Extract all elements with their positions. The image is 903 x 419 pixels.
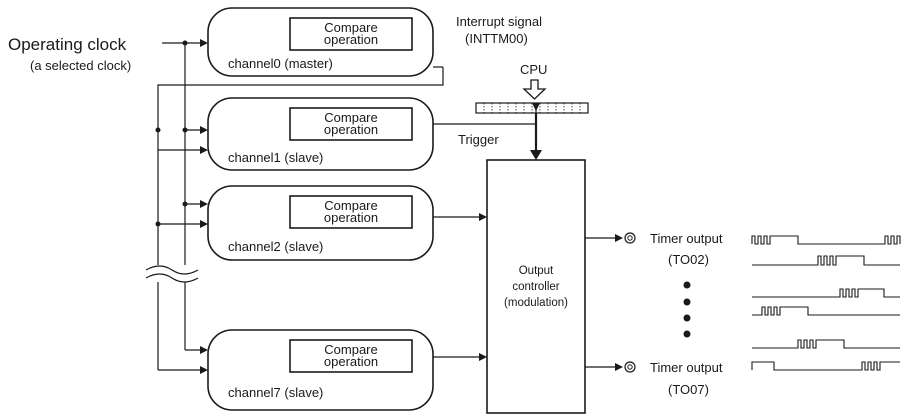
clock-to-ch2-arrow [200,200,208,208]
to02-wave-top [751,235,901,245]
ch7-to-oc-arrow [479,353,487,361]
cpu-write-arrow [522,79,547,100]
operating-clock-sublabel: (a selected clock) [30,58,131,73]
ellipsis-dot-1 [683,281,691,289]
to02-line1: Timer output [650,231,723,246]
channel1-op-line1: Compare [324,110,377,125]
break-mark-bottom [145,273,199,283]
to02-wave-bottom [752,255,900,266]
break-mark-top [145,265,199,275]
interrupt-line2: (INTTM00) [465,31,528,46]
channel2-compare-box [289,195,413,229]
to07-pin-icon [624,361,636,373]
channel2-label: channel2 (slave) [228,239,323,254]
channel7-op-line2: operation [324,354,378,369]
cpu-label: CPU [520,62,547,77]
channel1-op-line2: operation [324,122,378,137]
int-to-ch2-arrow [200,220,208,228]
to07-arrow [615,363,623,371]
oc-line2: controller [512,281,559,293]
channel1-compare-box [289,107,413,141]
oc-line1: Output [519,265,554,277]
channel1-label: channel1 (slave) [228,150,323,165]
clk-junction-ch1 [182,127,188,133]
trigger-label: Trigger [458,132,499,147]
channel0-label: channel0 (master) [228,56,333,71]
register-to-oc-arrow [530,150,542,160]
to07-wave-top [752,339,900,349]
channel0-op-line2: operation [324,32,378,47]
to02-pin-inner [627,235,633,241]
interrupt-line1: Interrupt signal [456,14,542,29]
channel0-op-line1: Compare [324,20,377,35]
interrupt-bus-upper [157,67,444,265]
to07-line2: (TO07) [668,382,709,397]
to07-pin-inner [627,364,633,370]
channel2-op-line2: operation [324,210,378,225]
channel0-compare-box [289,17,413,51]
middle-wave-bottom [752,306,900,316]
channel7-label: channel7 (slave) [228,385,323,400]
clock-to-ch1-arrow [200,126,208,134]
clock-to-ch7-arrow [200,346,208,354]
to02-pin-icon [624,232,636,244]
ellipsis-dot-3 [683,314,691,322]
ch1-trigger-arrow [532,103,540,111]
to07-line1: Timer output [650,360,723,375]
channel7-op-line1: Compare [324,342,377,357]
channel2-op-line1: Compare [324,198,377,213]
to07-wave-bottom [751,361,900,371]
clock-to-ch0-arrow [200,39,208,47]
ellipsis-dot-2 [683,298,691,306]
to02-line2: (TO02) [668,252,709,267]
middle-wave-top [752,288,900,298]
int-junction-ch1 [155,127,161,133]
int-to-ch1-arrow [200,146,208,154]
clk-junction-ch2 [182,201,188,207]
int-to-ch7-arrow [200,366,208,374]
ch2-to-oc-arrow [479,213,487,221]
oc-line3: (modulation) [504,297,568,309]
to02-arrow [615,234,623,242]
ellipsis-dot-4 [683,330,691,338]
output-controller-box [486,159,586,414]
channel7-compare-box [289,339,413,373]
operating-clock-label: Operating clock [8,35,127,54]
